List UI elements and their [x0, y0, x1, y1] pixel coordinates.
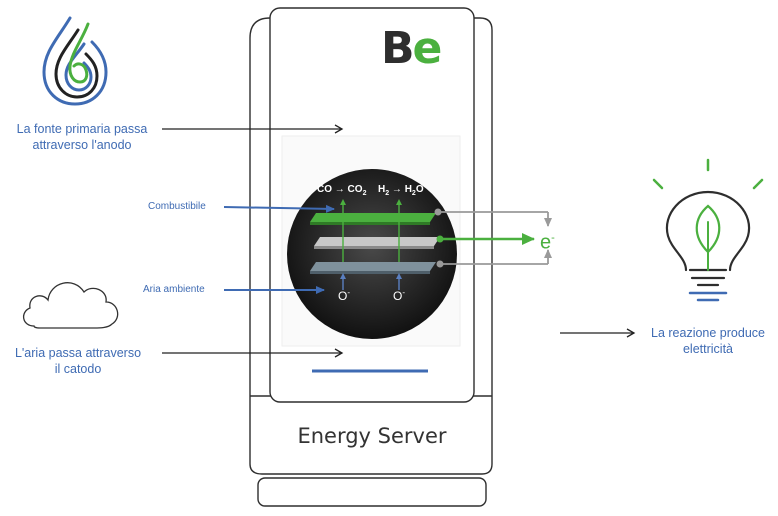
- reaction-label: La reazione produce elettricità: [651, 326, 765, 356]
- air-label: L'aria passa attraverso il catodo: [14, 346, 142, 376]
- electron-circuit: [434, 208, 552, 268]
- oxygen-ion-left: O-: [338, 288, 351, 303]
- reaction-co: CO → CO2: [317, 184, 367, 197]
- cloud-icon: [23, 282, 119, 329]
- fuel-cell-circle: [287, 169, 457, 339]
- cell-plates: [310, 213, 440, 274]
- fuel-source-label: La fonte primaria passa attraverso l'ano…: [16, 122, 148, 152]
- ambient-air-label: Aria ambiente: [143, 284, 205, 295]
- oxygen-ion-right: O-: [393, 288, 406, 303]
- fuel-label: Combustibile: [148, 201, 206, 212]
- electron-label: e-: [540, 231, 555, 254]
- server-name: Energy Server: [297, 424, 447, 448]
- water-drop-icon: [42, 16, 108, 106]
- bloom-logo: Be: [381, 23, 442, 74]
- reaction-h2: H2 → H2O: [378, 184, 424, 197]
- internal-flow-arrows: [340, 199, 402, 290]
- label-arrows: [162, 124, 636, 358]
- lightbulb-leaf-icon: [652, 158, 764, 302]
